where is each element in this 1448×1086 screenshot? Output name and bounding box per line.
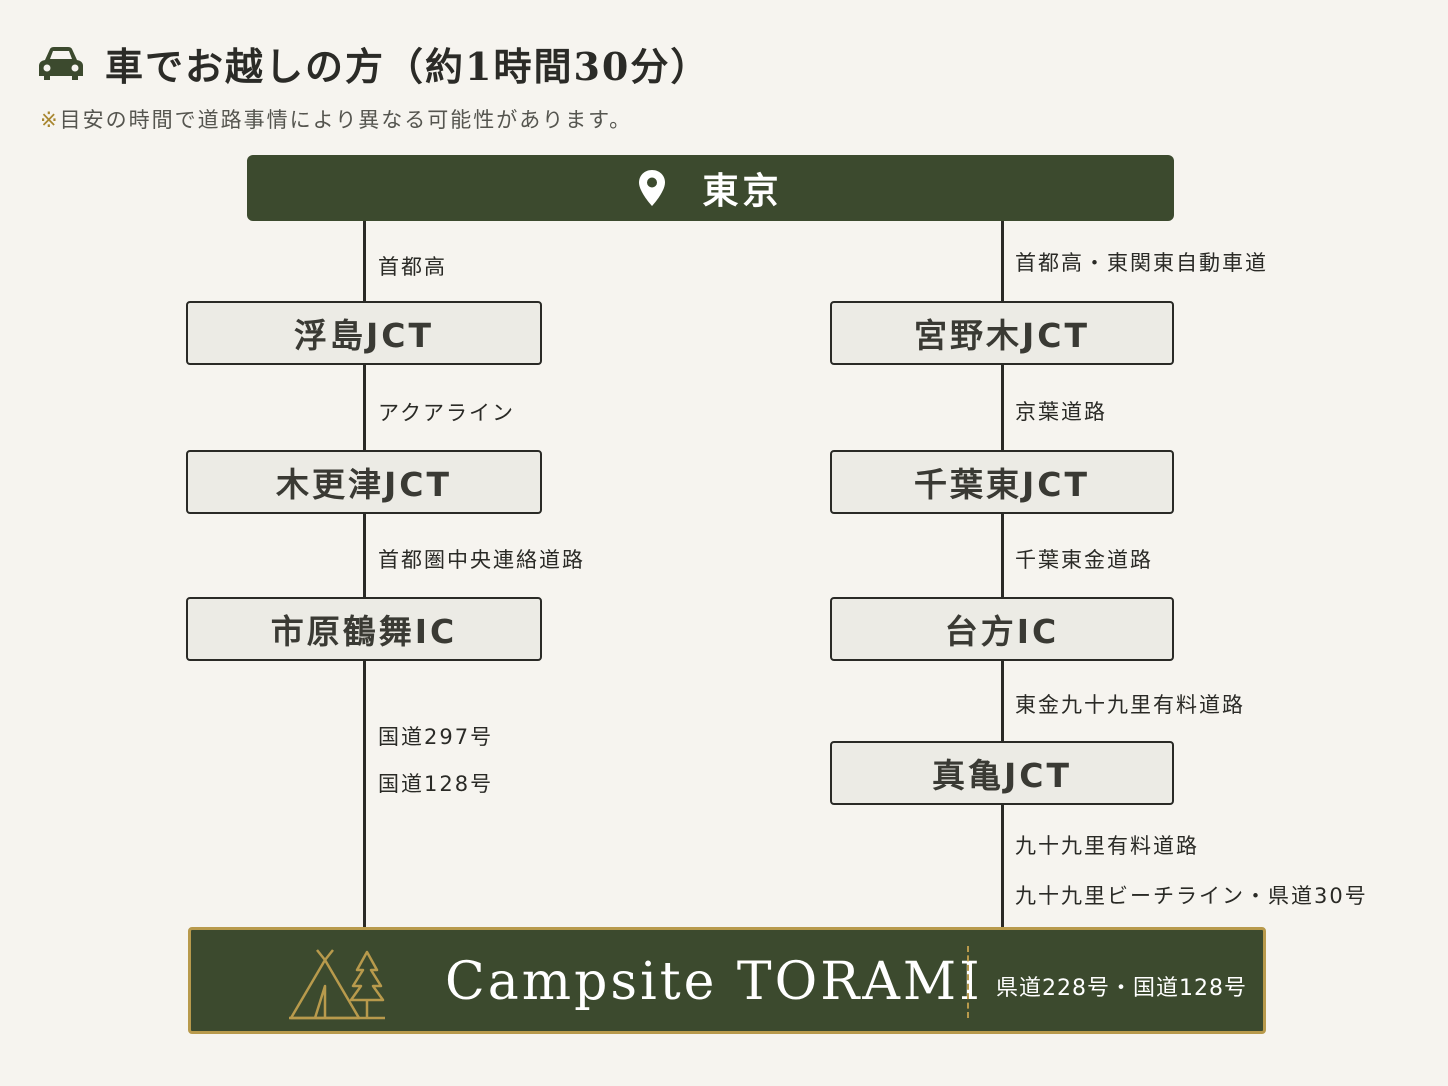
road-label: 九十九里ビーチライン・県道30号	[1015, 884, 1368, 908]
road-label: 首都高	[378, 255, 447, 279]
destination-road: 県道228号・国道128号	[996, 976, 1247, 1001]
junction-node: 千葉東JCT	[830, 450, 1174, 514]
destination-box: Campsite TORAMI 県道228号・国道128号	[188, 927, 1266, 1034]
junction-node: 木更津JCT	[186, 450, 542, 514]
road-label: アクアライン	[378, 401, 515, 425]
road-label: 東金九十九里有料道路	[1015, 693, 1245, 717]
map-pin-icon	[639, 170, 666, 206]
origin-label: 東京	[702, 170, 783, 212]
note-mark: ※	[40, 108, 60, 132]
road-label: 千葉東金道路	[1015, 548, 1153, 572]
note-text: 目安の時間で道路事情により異なる可能性があります。	[59, 108, 633, 132]
junction-node: 浮島JCT	[186, 301, 542, 365]
origin-box: 東京	[247, 155, 1174, 221]
time-note: ※目安の時間で道路事情により異なる可能性があります。	[40, 104, 632, 134]
tent-tree-icon	[289, 949, 385, 1020]
road-label: 九十九里有料道路	[1015, 834, 1199, 858]
junction-node: 宮野木JCT	[830, 301, 1174, 365]
junction-node: 市原鶴舞IC	[186, 597, 542, 661]
road-label: 首都高・東関東自動車道	[1015, 251, 1268, 275]
divider	[967, 946, 969, 1018]
road-label: 京葉道路	[1015, 400, 1107, 424]
road-label: 首都圏中央連絡道路	[378, 548, 585, 572]
road-label: 国道297号	[378, 725, 494, 749]
junction-node: 台方IC	[830, 597, 1174, 661]
page-title: 車でお越しの方（約1時間30分）	[105, 44, 711, 89]
car-icon	[39, 47, 83, 80]
left-route-line	[363, 221, 366, 927]
right-route-line	[1001, 221, 1004, 927]
junction-node: 真亀JCT	[830, 741, 1174, 805]
destination-name: Campsite TORAMI	[445, 952, 983, 1012]
road-label: 国道128号	[378, 772, 494, 796]
